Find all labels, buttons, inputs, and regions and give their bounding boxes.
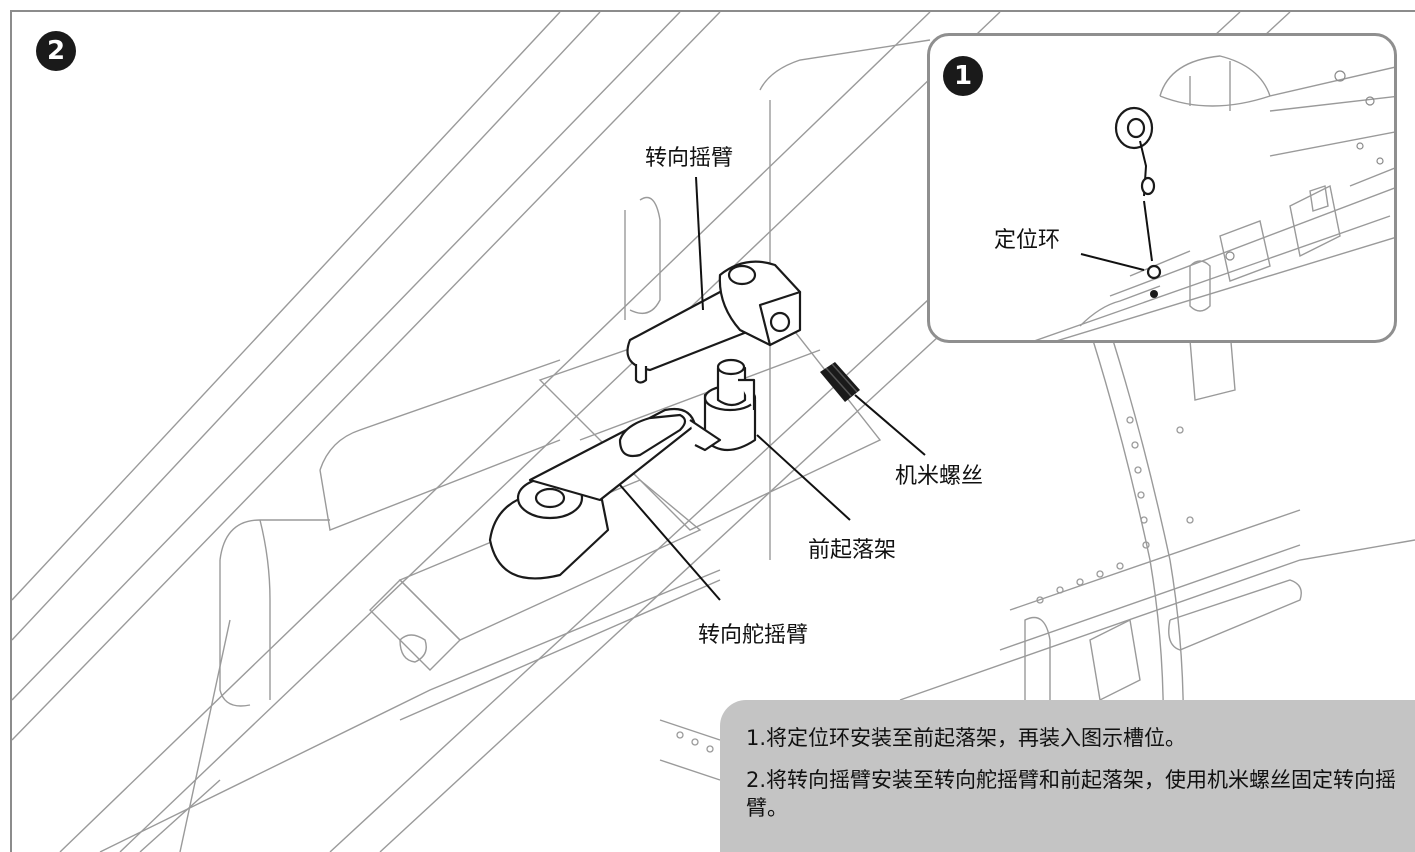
rudder-steering-arm-part: [488, 407, 722, 580]
step-1-badge: 1: [943, 56, 983, 96]
locating-ring-label: 定位环: [992, 222, 1063, 254]
leader-lines: [619, 176, 926, 601]
instruction-note: 1.将定位环安装至前起落架，再装入图示槽位。 2.将转向摇臂安装至转向舵摇臂和前…: [720, 700, 1415, 852]
diagram-frame: [10, 10, 1415, 852]
machine-screw-part: [820, 362, 860, 402]
step-2-badge: 2: [36, 31, 76, 71]
machine-screw-label: 机米螺丝: [893, 458, 986, 490]
instruction-step-2: 2.将转向摇臂安装至转向舵摇臂和前起落架，使用机米螺丝固定转向摇臂。: [746, 768, 1397, 820]
steering-arm-part: [626, 260, 802, 384]
inset-nose-illustration: [1034, 55, 1394, 340]
steering-arm-label: 转向摇臂: [643, 140, 736, 172]
instruction-step-1: 1.将定位环安装至前起落架，再装入图示槽位。: [746, 726, 1187, 750]
locating-ring-part: [1114, 106, 1162, 298]
step-1-inset: 1 定位环: [927, 33, 1397, 343]
nose-gear-label: 前起落架: [806, 532, 899, 564]
nose-gear-part: [703, 358, 757, 452]
rudder-steering-arm-label: 转向舵摇臂: [696, 617, 811, 649]
